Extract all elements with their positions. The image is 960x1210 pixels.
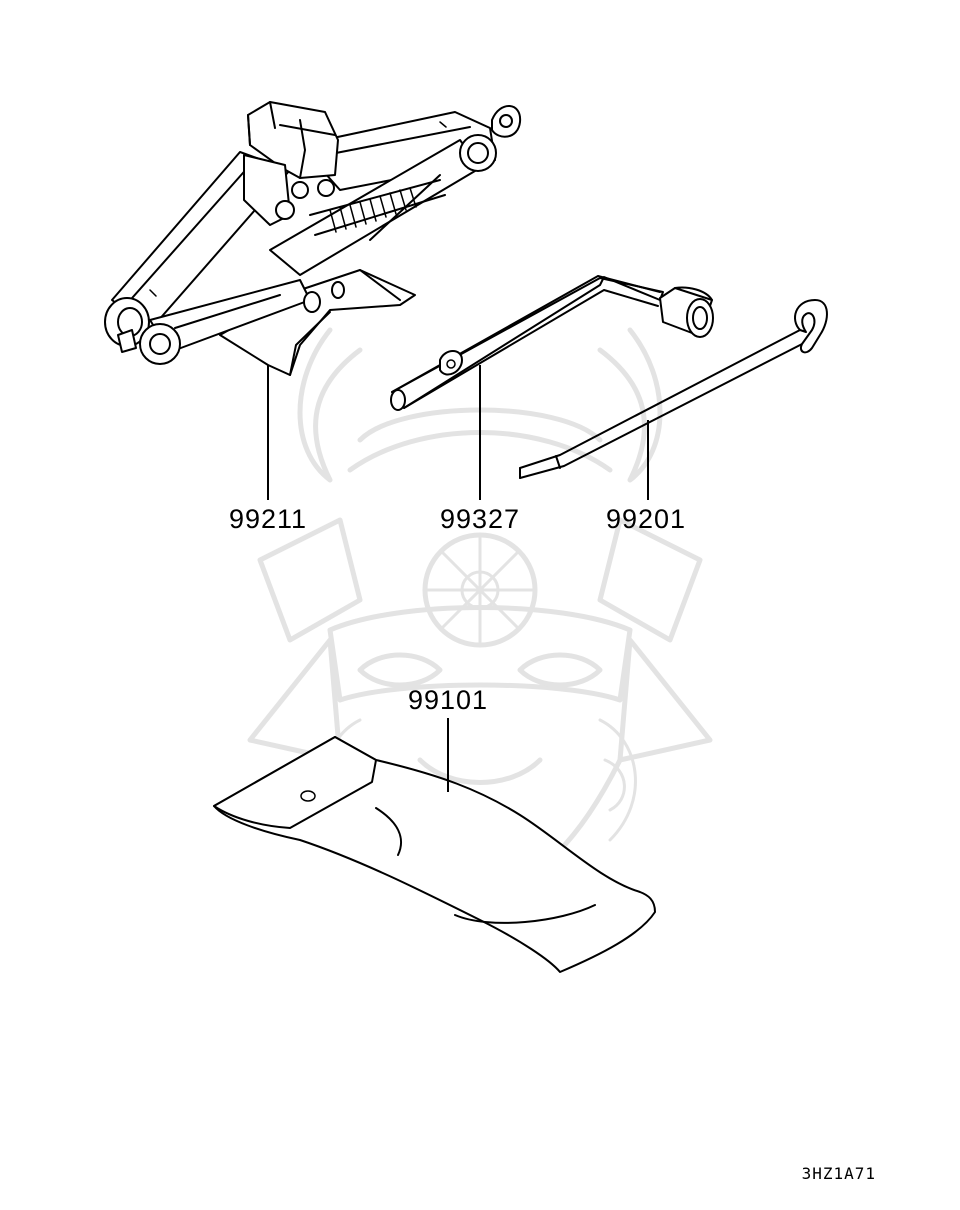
jack-handle-drawing <box>519 299 828 479</box>
tool-bag-drawing <box>213 736 656 973</box>
part-number-99101[interactable]: 99101 <box>408 685 488 715</box>
figure-code: 3HZ1A71 <box>802 1164 876 1183</box>
scissor-jack-drawing <box>104 101 522 376</box>
wheel-wrench-drawing <box>390 275 714 411</box>
part-number-99327[interactable]: 99327 <box>440 504 520 534</box>
part-number-99211[interactable]: 99211 <box>229 504 307 534</box>
part-number-99201[interactable]: 99201 <box>606 504 686 534</box>
